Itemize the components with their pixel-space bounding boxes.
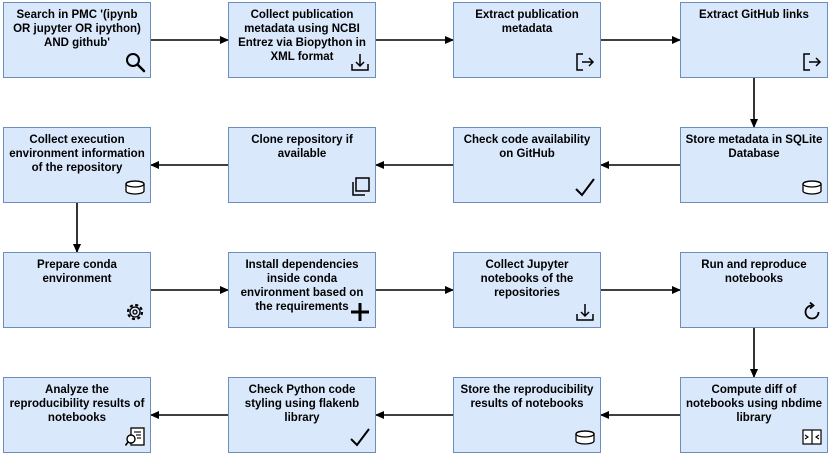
report-icon [124, 426, 146, 448]
node-install-dependencies-label: Install dependencies inside conda enviro… [240, 259, 364, 313]
node-run-reproduce-label: Run and reproduce notebooks [701, 259, 807, 285]
export-icon [801, 51, 823, 73]
node-extract-metadata: Extract publication metadata [453, 2, 601, 78]
node-clone-repository-label: Clone repository if available [251, 134, 353, 160]
node-analyze-results-label: Analyze the reproducibility results of n… [9, 384, 145, 424]
search-icon [124, 51, 146, 73]
plus-icon [349, 301, 371, 323]
node-store-metadata-sqlite: Store metadata in SQLite Database [680, 127, 828, 203]
database-icon [574, 426, 596, 448]
node-collect-execution-env-label: Collect execution environment informatio… [9, 134, 145, 174]
database-icon [124, 176, 146, 198]
node-check-code-availability: Check code availability on GitHub [453, 127, 601, 203]
gear-icon [124, 301, 146, 323]
refresh-icon [801, 301, 823, 323]
copy-icon [349, 176, 371, 198]
node-collect-metadata: Collect publication metadata using NCBI … [228, 2, 376, 78]
check-icon [574, 176, 596, 198]
download-icon [574, 301, 596, 323]
node-prepare-conda: Prepare conda environment [3, 252, 151, 328]
node-run-reproduce: Run and reproduce notebooks [680, 252, 828, 328]
download-icon [349, 51, 371, 73]
node-collect-notebooks-label: Collect Jupyter notebooks of the reposit… [480, 259, 574, 299]
node-check-python-styling: Check Python code styling using flakenb … [228, 377, 376, 453]
node-store-metadata-sqlite-label: Store metadata in SQLite Database [685, 134, 823, 160]
node-install-dependencies: Install dependencies inside conda enviro… [228, 252, 376, 328]
database-icon [801, 176, 823, 198]
node-check-code-availability-label: Check code availability on GitHub [463, 134, 591, 160]
node-extract-github-links-label: Extract GitHub links [699, 9, 809, 21]
node-extract-github-links: Extract GitHub links [680, 2, 828, 78]
export-icon [574, 51, 596, 73]
node-search-pmc-label: Search in PMC '(ipynb OR jupyter OR ipyt… [13, 9, 141, 49]
node-analyze-results: Analyze the reproducibility results of n… [3, 377, 151, 453]
node-collect-metadata-label: Collect publication metadata using NCBI … [238, 9, 366, 63]
diff-icon [801, 426, 823, 448]
node-collect-notebooks: Collect Jupyter notebooks of the reposit… [453, 252, 601, 328]
check-icon [349, 426, 371, 448]
node-collect-execution-env: Collect execution environment informatio… [3, 127, 151, 203]
node-check-python-styling-label: Check Python code styling using flakenb … [244, 384, 360, 424]
node-compute-diff: Compute diff of notebooks using nbdime l… [680, 377, 828, 453]
node-compute-diff-label: Compute diff of notebooks using nbdime l… [685, 384, 823, 424]
node-store-reproducibility: Store the reproducibility results of not… [453, 377, 601, 453]
node-store-reproducibility-label: Store the reproducibility results of not… [460, 384, 594, 410]
node-extract-metadata-label: Extract publication metadata [475, 9, 579, 35]
node-clone-repository: Clone repository if available [228, 127, 376, 203]
node-prepare-conda-label: Prepare conda environment [37, 259, 117, 285]
node-search-pmc: Search in PMC '(ipynb OR jupyter OR ipyt… [3, 2, 151, 78]
